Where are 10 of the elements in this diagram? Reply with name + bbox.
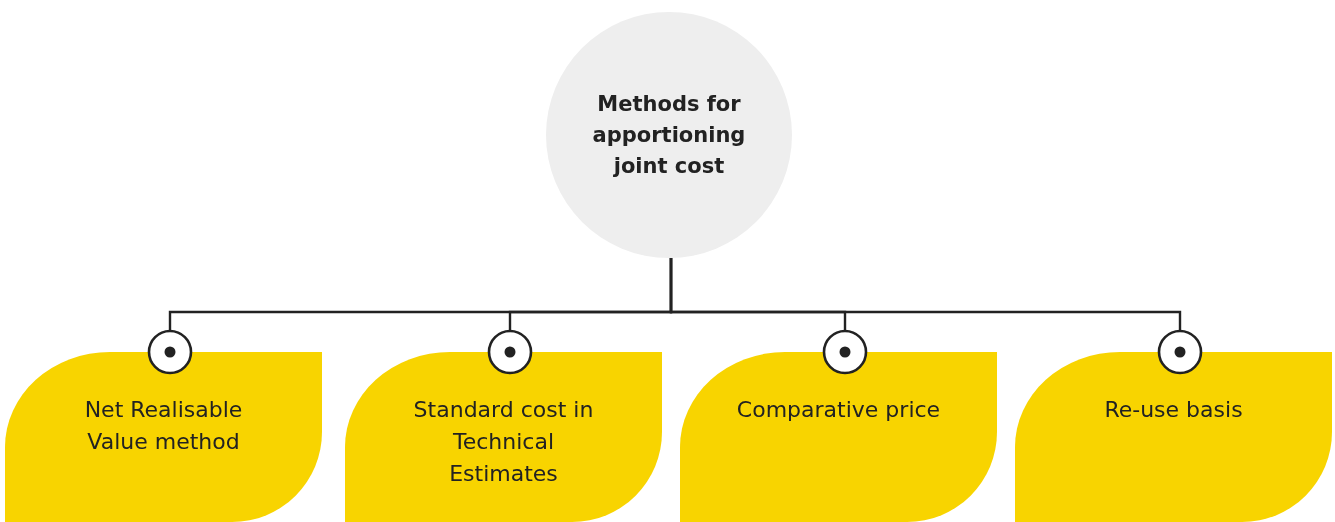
- method-card: [5, 352, 322, 522]
- method-card: [345, 352, 662, 522]
- method-card: [680, 352, 997, 522]
- method-card: [1015, 352, 1332, 522]
- method-label: Standard cost in Technical Estimates: [412, 396, 595, 488]
- method-label: Net Realisable Value method: [83, 396, 244, 456]
- connector-line: [669, 258, 1203, 375]
- topic-title: Methods for apportioning joint cost: [591, 90, 747, 180]
- method-label: Re-use basis: [1103, 396, 1244, 424]
- method-label: Comparative price: [736, 396, 941, 424]
